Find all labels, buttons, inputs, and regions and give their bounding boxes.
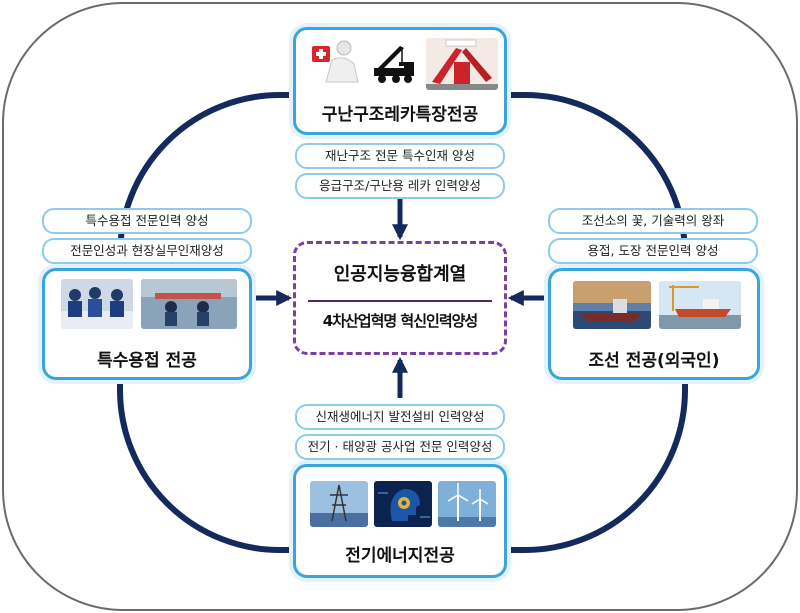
electric-energy-major-title: 전기에너지전공 <box>345 546 455 566</box>
energy-tag-2: 전기 · 태양광 공사업 전문 인력양성 <box>295 434 505 460</box>
shipbuilding-tag-2: 용접, 도장 전문인력 양성 <box>548 238 758 264</box>
shipbuilding-tag-1: 조선소의 꽃, 기술력의 왕좌 <box>548 208 758 234</box>
center-title: 인공지능융합계열 <box>333 264 467 285</box>
center-divider <box>308 300 492 302</box>
shipyard-crane-photo <box>659 281 741 329</box>
shipbuilding-major-box: 조선 전공(외국인) <box>548 268 760 380</box>
fire-truck-photo <box>426 38 498 90</box>
rescue-tow-major-title: 구난구조레카특장전공 <box>321 105 479 125</box>
electric-energy-major-box: 전기에너지전공 <box>293 464 507 578</box>
tow-truck-icon <box>370 40 420 86</box>
center-subtitle: 4차산업혁명 혁신인력양성 <box>322 312 478 330</box>
energy-tag-1: 신재생에너지 발전설비 인력양성 <box>295 404 505 430</box>
rescue-tow-major-box: 구난구조레카특장전공 <box>293 27 507 135</box>
welding-tag-2: 전문인성과 현장실무인재양성 <box>42 238 252 264</box>
rescue-dummy-photo <box>310 38 362 88</box>
gear-head-icon <box>374 481 432 527</box>
rescue-tag-1: 재난구조 전문 특수인재 양성 <box>295 143 505 169</box>
ship-sunset-photo <box>573 281 651 329</box>
wind-turbine-photo <box>438 481 496 527</box>
welding-team-photo <box>61 279 133 329</box>
ai-convergence-center-box: 인공지능융합계열 4차산업혁명 혁신인력양성 <box>293 241 507 355</box>
welding-work-photo <box>141 279 237 329</box>
shipbuilding-major-title: 조선 전공(외국인) <box>588 351 720 371</box>
rescue-tag-2: 응급구조/구난용 레카 인력양성 <box>295 173 505 199</box>
power-tower-photo <box>310 481 368 527</box>
welding-tag-1: 특수용접 전문인력 양성 <box>42 208 252 234</box>
special-welding-major-title: 특수용접 전공 <box>97 351 197 371</box>
special-welding-major-box: 특수용접 전공 <box>42 268 252 380</box>
